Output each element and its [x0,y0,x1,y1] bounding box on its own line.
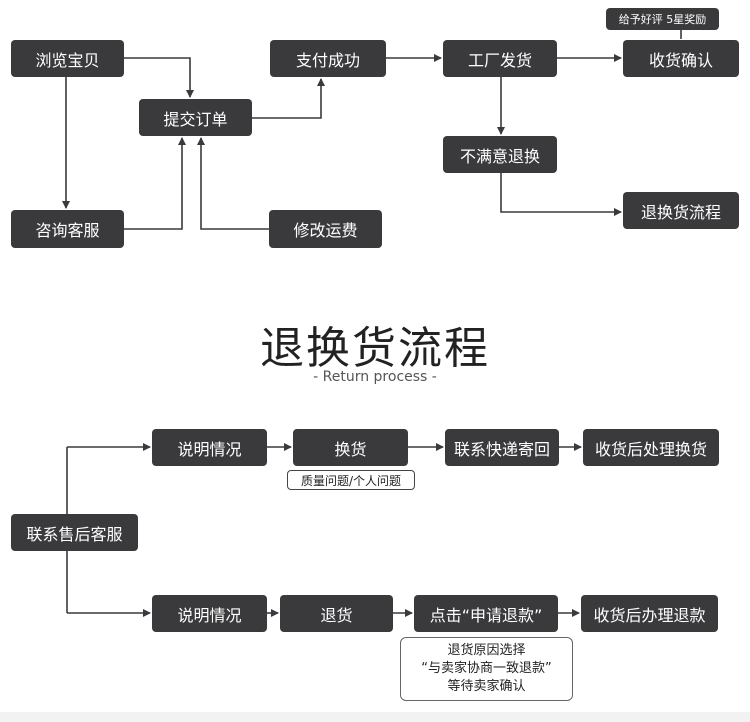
exchange-box: 换货 [293,429,408,466]
contact-express-box: 联系快递寄回 [445,429,559,466]
arrow-unsatisfied-to-return [500,173,622,216]
exchange-reason-note: 质量问题/个人问题 [287,470,415,490]
return-process-box: 退换货流程 [623,192,739,229]
confirm-receipt-box: 收货确认 [623,40,739,77]
factory-ship-box: 工厂发货 [443,40,557,77]
review-reward-tag: 给予好评 5星奖励 [606,8,719,30]
section-subtitle: - Return process - [313,369,437,385]
refund-instruction-note: 退货原因选择 “与卖家协商一致退款” 等待卖家确认 [400,637,573,701]
payment-success-box: 支付成功 [270,40,386,77]
section-title: 退换货流程 [260,323,490,374]
process-exchange-box: 收货后处理换货 [583,429,719,466]
contact-after-sales-box: 联系售后客服 [11,514,138,551]
arrow-order-to-pay [252,78,325,119]
refund-note-line-3: 等待卖家确认 [447,679,526,694]
arrow-modify-to-order [197,137,269,230]
refund-box: 退货 [280,595,393,632]
process-refund-box: 收货后办理退款 [581,595,718,632]
submit-order-box: 提交订单 [139,99,252,136]
unsatisfied-return-box: 不满意退换 [443,136,557,173]
arrow-consult-to-order [124,137,186,230]
modify-shipping-box: 修改运费 [269,210,382,248]
browse-items-box: 浏览宝贝 [11,40,124,77]
refund-note-line-2: “与卖家协商一致退款” [421,661,552,676]
footer-strip [0,712,750,722]
apply-refund-box: 点击“申请退款” [414,595,558,632]
consult-service-box: 咨询客服 [11,210,124,248]
explain-situation-box-2: 说明情况 [152,595,267,632]
refund-note-line-1: 退货原因选择 [447,643,526,658]
explain-situation-box-1: 说明情况 [152,429,267,466]
arrow-browse-to-order [124,57,194,98]
